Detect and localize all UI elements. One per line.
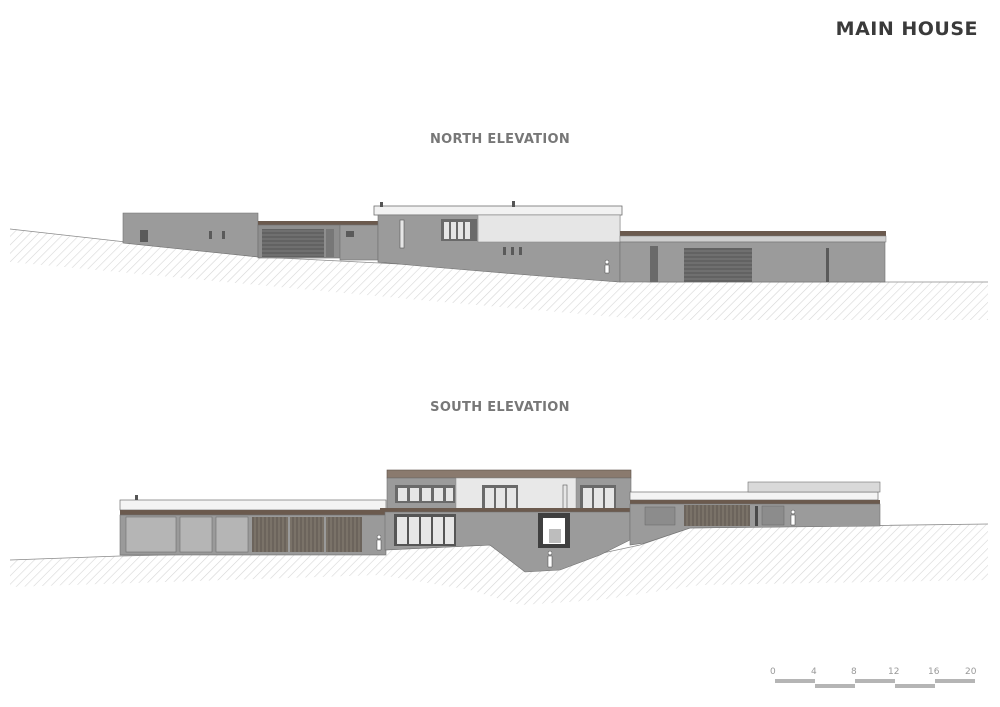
north-elevation <box>9 201 988 320</box>
north-right-louver <box>684 248 752 282</box>
scale-seg-4 <box>895 684 935 688</box>
south-person-figure-left <box>376 534 382 551</box>
north-main-chimney <box>512 201 515 207</box>
north-left-door <box>140 230 148 242</box>
south-elevation-title: SOUTH ELEVATION <box>430 400 570 415</box>
south-elevation <box>9 469 989 605</box>
south-main-upper-windows-left <box>395 485 455 503</box>
south-main-upper-windows-right <box>580 485 616 511</box>
north-main-glazing <box>477 214 621 243</box>
south-right-louver <box>684 505 750 526</box>
north-main-roof <box>373 205 623 216</box>
scale-label-16: 16 <box>928 667 940 677</box>
south-left-louver-3 <box>326 517 362 552</box>
north-right-fascia <box>619 235 887 243</box>
scale-label-12: 12 <box>888 667 899 677</box>
north-left-window-1 <box>209 231 212 239</box>
scale-seg-5 <box>935 679 975 683</box>
north-right-opening <box>826 248 829 282</box>
south-main-upper-windows-mid <box>482 485 518 511</box>
south-right-roof <box>629 491 879 501</box>
south-main-lower-glazing <box>394 514 456 546</box>
north-main-small-window-1 <box>503 247 506 255</box>
south-left-roof <box>119 499 387 511</box>
south-left-glazing-3 <box>215 516 249 553</box>
scale-seg-3 <box>855 679 895 683</box>
south-left-louver-1 <box>252 517 288 552</box>
north-garage-louver <box>262 229 324 257</box>
south-entrance-stair <box>549 529 561 543</box>
scale-bar: 0 4 8 12 16 20 <box>770 667 977 688</box>
north-connector-window <box>346 231 354 237</box>
south-right-fascia <box>630 500 880 504</box>
south-right-opening <box>755 506 758 526</box>
scale-seg-1 <box>775 679 815 683</box>
south-left-glazing-2 <box>179 516 213 553</box>
south-right-window-1 <box>644 506 676 526</box>
south-person-figure-center <box>547 550 553 568</box>
scale-label-20: 20 <box>965 667 977 677</box>
north-connector <box>339 224 379 261</box>
south-person-figure-right <box>790 509 796 526</box>
south-left-fascia <box>120 510 386 515</box>
south-main-slab <box>380 508 630 512</box>
north-garage-roof <box>258 221 378 225</box>
scale-label-8: 8 <box>851 667 857 677</box>
scale-label-0: 0 <box>770 667 776 677</box>
scale-seg-2 <box>815 684 855 688</box>
north-right-roof <box>620 231 886 236</box>
north-main-small-window-2 <box>511 247 514 255</box>
south-left-roof-vent <box>135 495 138 500</box>
north-main-slot-window <box>399 219 405 249</box>
north-ground <box>10 229 988 320</box>
south-left-louver-2 <box>290 517 324 552</box>
south-main-roof <box>386 469 632 479</box>
south-right-upper-box <box>747 481 881 493</box>
north-right-wall <box>619 241 886 283</box>
north-elevation-title: NORTH ELEVATION <box>429 132 571 147</box>
scale-label-4: 4 <box>811 667 817 677</box>
sheet-title: MAIN HOUSE <box>835 18 978 40</box>
south-main-slot-window <box>562 484 568 510</box>
north-person-figure <box>604 259 610 274</box>
north-left-window-2 <box>222 231 225 239</box>
south-ground <box>10 524 988 605</box>
north-main-chimney-2 <box>380 202 383 207</box>
north-main-window-group <box>441 219 477 241</box>
north-right-dark-pier <box>650 246 658 282</box>
south-right-window-2 <box>761 505 785 526</box>
north-main-small-window-3 <box>519 247 522 255</box>
south-left-glazing-1 <box>125 516 177 553</box>
north-garage-pillar <box>326 229 334 257</box>
